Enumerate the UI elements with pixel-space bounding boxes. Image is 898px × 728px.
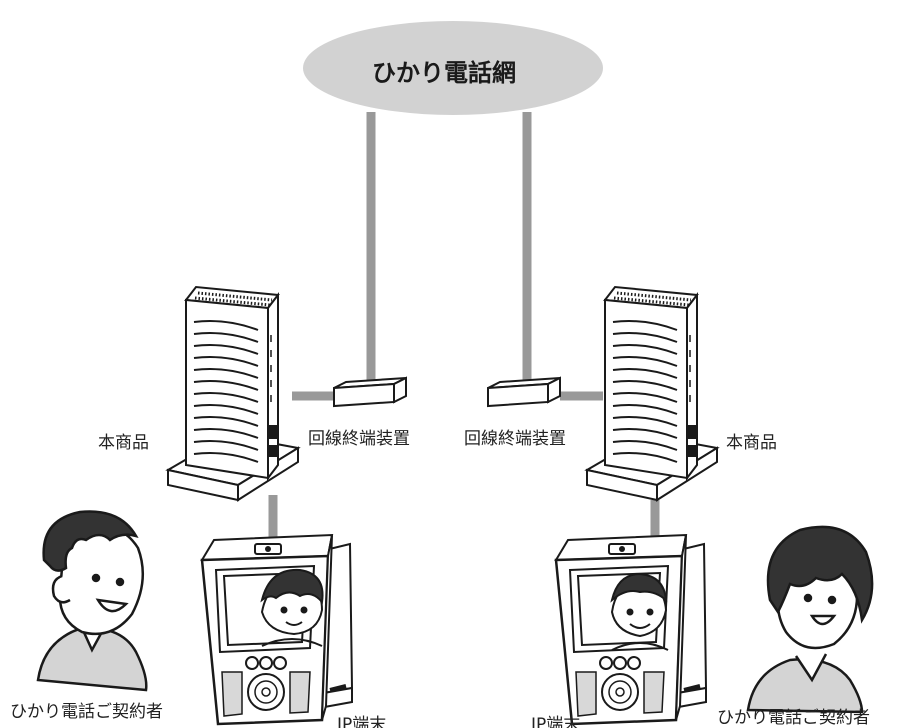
left-ont-label: 回線終端装置 [308, 429, 410, 449]
right-user-label: ひかり電話ご契約者 [717, 708, 870, 728]
network-cloud [303, 21, 603, 115]
left-ip-terminal-label: IP端末 [337, 715, 387, 728]
network-label: ひかり電話網 [372, 59, 516, 87]
left-router [166, 285, 300, 502]
left-screen-face [260, 568, 324, 647]
right-ip-terminal-label: IP端末 [531, 715, 581, 728]
right-ont [487, 377, 561, 407]
right-user-illustration [746, 525, 874, 714]
right-ont-label: 回線終端装置 [464, 429, 566, 449]
right-router [585, 285, 719, 502]
right-router-label: 本商品 [726, 433, 777, 453]
left-user-label: ひかり電話ご契約者 [10, 702, 163, 722]
right-screen-face [610, 572, 669, 651]
left-ont [333, 377, 407, 407]
left-user-illustration [36, 510, 148, 692]
left-router-label: 本商品 [98, 433, 149, 453]
